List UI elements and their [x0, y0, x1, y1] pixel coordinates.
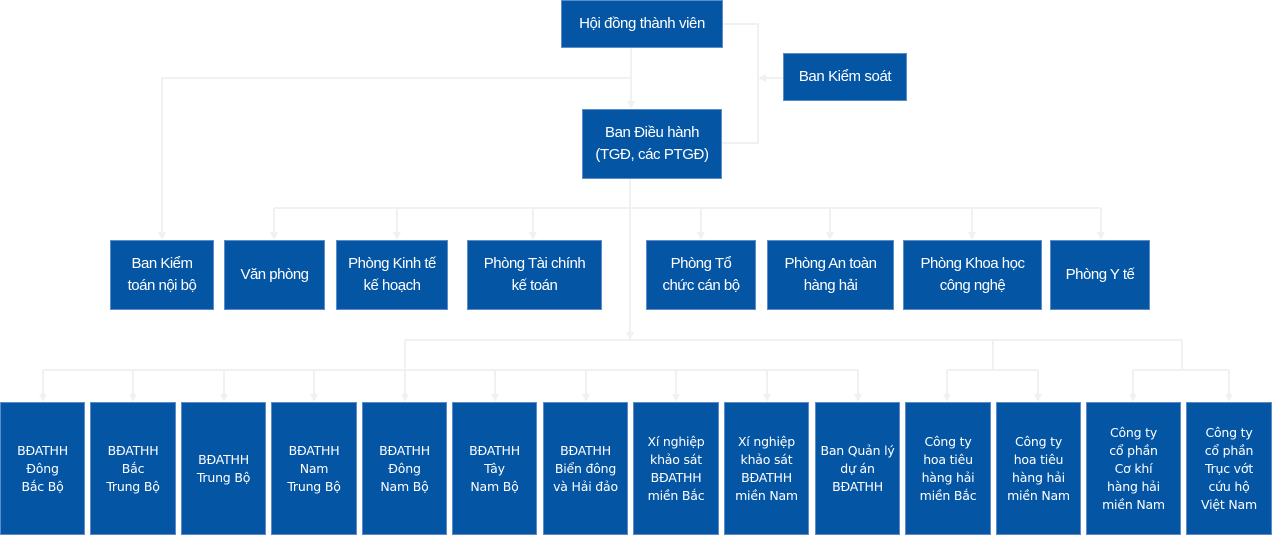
- department-box-science-technology[interactable]: Phòng Khoa học công nghệ: [903, 240, 1042, 310]
- unit-box[interactable]: Công ty hoa tiêu hàng hải miền Nam: [996, 402, 1081, 535]
- department-box-office[interactable]: Văn phòng: [224, 240, 325, 310]
- supervisory-board-label: Ban Kiểm soát: [798, 68, 892, 85]
- department-label: Phòng Khoa học công nghệ: [920, 255, 1025, 294]
- unit-box[interactable]: Công ty hoa tiêu hàng hải miền Bắc: [905, 402, 991, 535]
- arrow-down-icon: [39, 394, 47, 402]
- arrow-down-icon: [826, 232, 834, 240]
- unit-box[interactable]: Ban Quản lý dự án BĐATHH: [815, 402, 900, 535]
- arrow-down-icon: [393, 232, 401, 240]
- department-label: Phòng Y tế: [1065, 266, 1135, 283]
- arrow-down-icon: [1225, 394, 1233, 402]
- unit-label: Công ty hoa tiêu hàng hải miền Nam: [1007, 433, 1070, 503]
- department-box-finance-accounting[interactable]: Phòng Tài chính kế toán: [467, 240, 602, 310]
- unit-label: BĐATHH Đông Bắc Bộ: [17, 442, 68, 494]
- unit-label: Ban Quản lý dự án BĐATHH: [820, 442, 895, 494]
- arrow-down-icon: [220, 394, 228, 402]
- arrow-down-icon: [627, 101, 635, 109]
- unit-label: Công ty hoa tiêu hàng hải miền Bắc: [919, 433, 977, 503]
- arrow-down-icon: [968, 232, 976, 240]
- arrow-down-icon: [697, 232, 705, 240]
- unit-box[interactable]: Công ty cổ phần Cơ khí hàng hải miền Nam: [1086, 402, 1181, 535]
- unit-label: BĐATHH Trung Bộ: [196, 451, 251, 485]
- unit-label: BĐATHH Đông Nam Bộ: [379, 442, 430, 494]
- unit-label: Công ty cổ phần Cơ khí hàng hải miền Nam: [1102, 424, 1165, 512]
- arrow-down-icon: [491, 394, 499, 402]
- arrow-down-icon: [626, 332, 634, 340]
- arrow-down-icon: [854, 394, 862, 402]
- arrow-down-icon: [672, 394, 680, 402]
- arrow-down-icon: [158, 232, 166, 240]
- department-label: Phòng Tài chính kế toán: [483, 255, 586, 294]
- unit-box[interactable]: BĐATHH Biển đông và Hải đảo: [543, 402, 628, 535]
- unit-label: Xí nghiệp khảo sát BĐATHH miền Bắc: [647, 433, 705, 503]
- arrow-down-icon: [582, 394, 590, 402]
- arrow-down-icon: [1097, 232, 1105, 240]
- department-label: Văn phòng: [240, 266, 309, 283]
- unit-box[interactable]: BĐATHH Đông Nam Bộ: [362, 402, 447, 535]
- department-label: Phòng Kinh tế kế hoạch: [348, 255, 436, 294]
- arrow-down-icon: [310, 394, 318, 402]
- executive-board-label: Ban Điều hành (TGĐ, các PTGĐ): [595, 124, 709, 163]
- connector-board-supervisory: [722, 23, 759, 144]
- department-box-medical[interactable]: Phòng Y tế: [1050, 240, 1150, 310]
- department-label: Phòng An toàn hàng hải: [784, 255, 877, 294]
- unit-label: BĐATHH Biển đông và Hải đảo: [553, 442, 618, 494]
- arrow-down-icon: [270, 232, 278, 240]
- arrow-left-icon: [758, 74, 766, 82]
- department-box-economics-planning[interactable]: Phòng Kinh tế kế hoạch: [336, 240, 448, 310]
- unit-box[interactable]: BĐATHH Trung Bộ: [181, 402, 266, 535]
- unit-label: BĐATHH Nam Trung Bộ: [287, 442, 341, 494]
- board-of-members-box[interactable]: Hội đồng thành viên: [561, 0, 723, 48]
- unit-box[interactable]: BĐATHH Bắc Trung Bộ: [90, 402, 176, 535]
- unit-label: Công ty cổ phần Trục vớt cứu hộ Việt Nam: [1201, 424, 1257, 512]
- unit-box[interactable]: BĐATHH Tây Nam Bộ: [452, 402, 537, 535]
- arrow-down-icon: [1129, 394, 1137, 402]
- unit-box[interactable]: Công ty cổ phần Trục vớt cứu hộ Việt Nam: [1186, 402, 1272, 535]
- department-box-maritime-safety[interactable]: Phòng An toàn hàng hải: [767, 240, 894, 310]
- department-box-personnel[interactable]: Phòng Tổ chức cán bộ: [646, 240, 756, 310]
- executive-board-box[interactable]: Ban Điều hành (TGĐ, các PTGĐ): [582, 109, 722, 179]
- connector-board-audit: [161, 77, 631, 235]
- unit-label: Xí nghiệp khảo sát BĐATHH miền Nam: [735, 433, 798, 503]
- department-label: Ban Kiểm toán nội bộ: [127, 255, 197, 294]
- department-box-internal-audit[interactable]: Ban Kiểm toán nội bộ: [110, 240, 214, 310]
- arrow-down-icon: [763, 394, 771, 402]
- unit-label: BĐATHH Tây Nam Bộ: [469, 442, 520, 494]
- arrow-down-icon: [529, 232, 537, 240]
- supervisory-board-box[interactable]: Ban Kiểm soát: [783, 53, 907, 101]
- board-of-members-label: Hội đồng thành viên: [579, 15, 705, 32]
- arrow-down-icon: [1034, 394, 1042, 402]
- unit-box[interactable]: Xí nghiệp khảo sát BĐATHH miền Bắc: [633, 402, 719, 535]
- unit-box[interactable]: BĐATHH Đông Bắc Bộ: [0, 402, 85, 535]
- arrow-down-icon: [401, 394, 409, 402]
- unit-box[interactable]: Xí nghiệp khảo sát BĐATHH miền Nam: [724, 402, 809, 535]
- arrow-down-icon: [129, 394, 137, 402]
- unit-box[interactable]: BĐATHH Nam Trung Bộ: [271, 402, 357, 535]
- department-label: Phòng Tổ chức cán bộ: [662, 255, 740, 294]
- unit-label: BĐATHH Bắc Trung Bộ: [106, 442, 160, 494]
- arrow-down-icon: [943, 394, 951, 402]
